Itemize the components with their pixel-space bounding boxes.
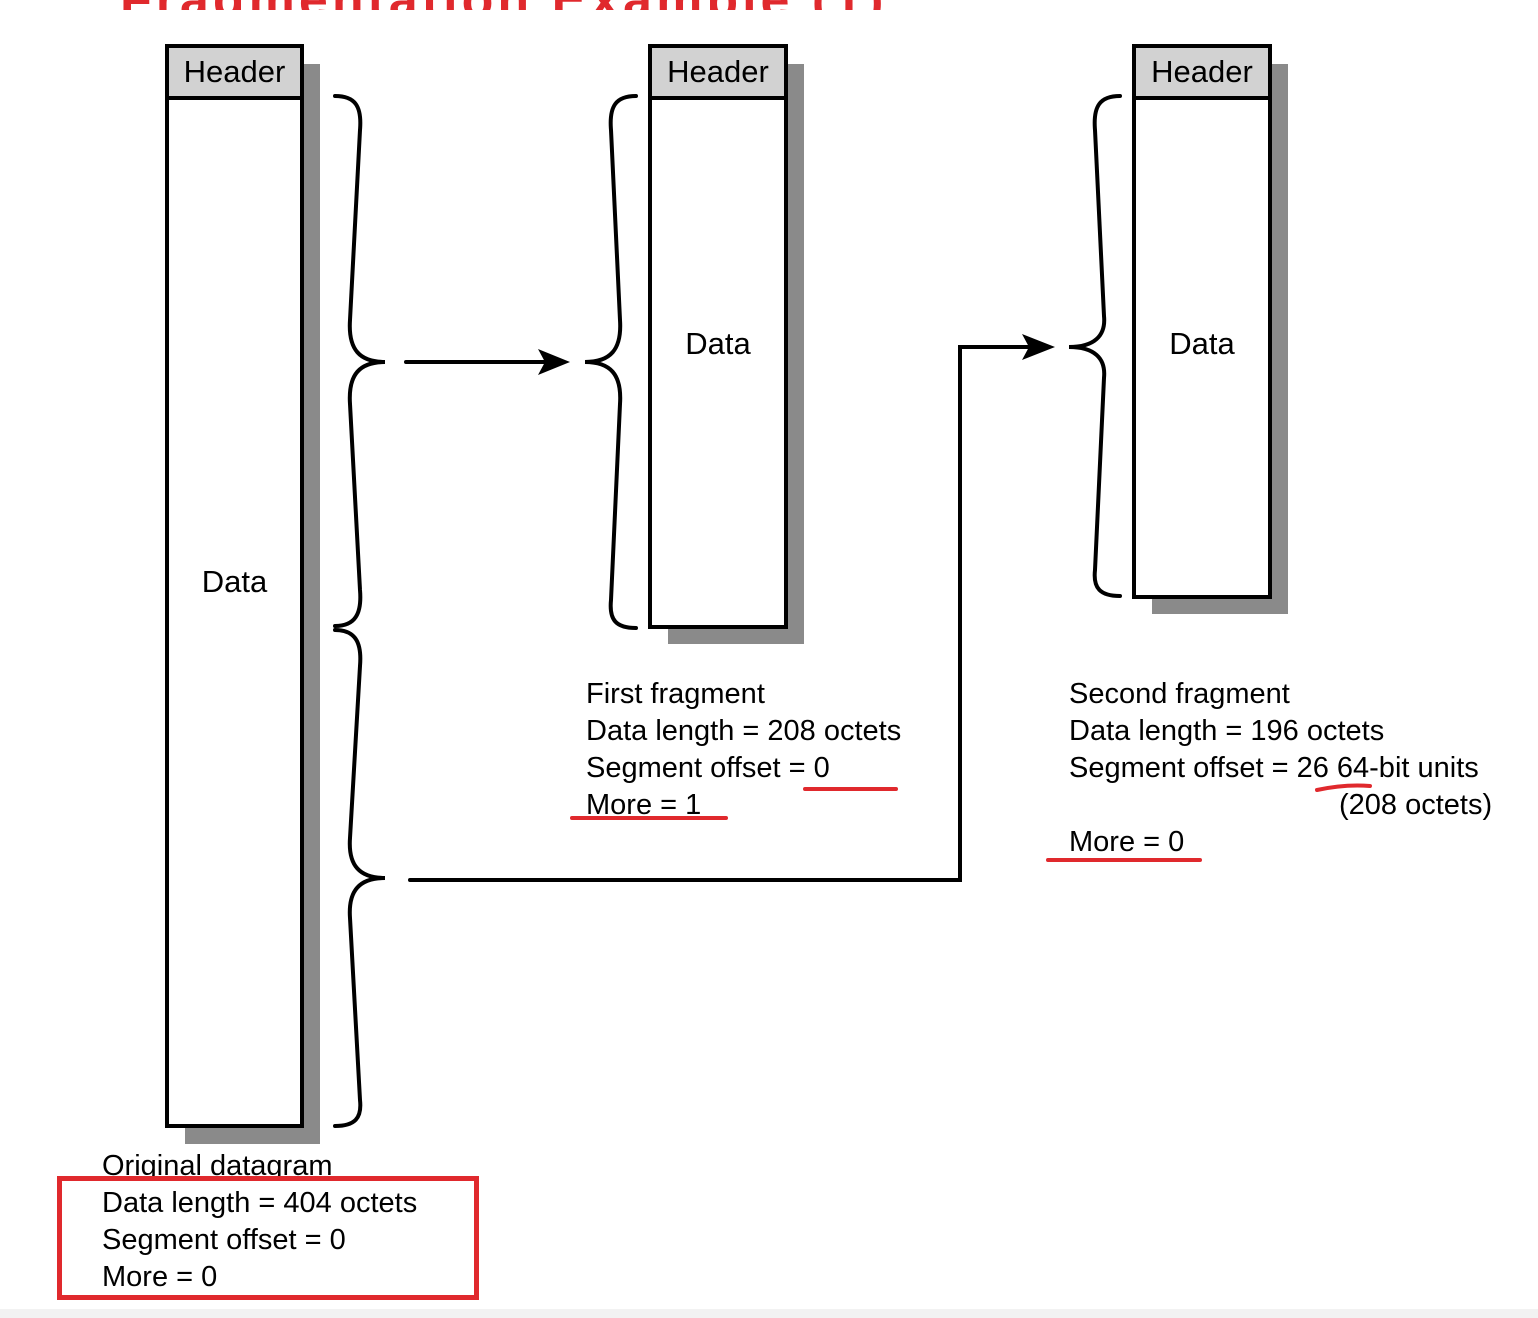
second-info-more: More = 0 [1069,826,1185,858]
slide-title: Fragmentation Example (1) [120,0,887,10]
first-header: Header [652,48,784,100]
second-data-label: Data [1169,326,1235,361]
second-fragment-info: Second fragment Data length = 196 octets… [1069,676,1492,861]
second-header: Header [1136,48,1268,100]
first-info-more: More = 1 [586,789,702,821]
first-fragment-info: First fragment Data length = 208 octets … [586,676,901,824]
second-info-data-length: Data length = 196 octets [1069,715,1385,747]
second-info-title: Second fragment [1069,678,1290,710]
brace-first-fragment [584,94,638,630]
original-info-segment-offset: Segment offset = 0 [102,1224,346,1256]
second-info-segment-offset: Segment offset = 26 64-bit units [1069,752,1479,784]
original-datagram-box: Header Data [165,44,304,1128]
original-info-more: More = 0 [102,1261,218,1293]
brace-second-fragment [1068,94,1122,598]
second-info-segment-offset-note: (208 octets) [1339,789,1493,821]
arrow-to-second-line [408,345,1037,882]
original-header: Header [169,48,300,100]
original-info-data-length: Data length = 404 octets [102,1187,418,1219]
first-info-segment-offset: Segment offset = 0 [586,752,830,784]
brace-original-second [333,628,386,1128]
arrow-to-second-head [1022,334,1055,360]
underline-second-offset [1315,783,1372,792]
arrow-to-first-head [538,349,570,375]
bottom-strip [0,1309,1538,1318]
original-info-highlight-box [57,1176,479,1300]
second-fragment-box: Header Data [1132,44,1272,599]
first-info-data-length: Data length = 208 octets [586,715,902,747]
first-fragment-box: Header Data [648,44,788,629]
original-data-label: Data [201,564,268,599]
first-data-label: Data [685,326,751,361]
slide-title-clipped: Fragmentation Example (1) [0,0,1538,10]
first-info-title: First fragment [586,678,765,710]
brace-original-first [333,94,386,628]
